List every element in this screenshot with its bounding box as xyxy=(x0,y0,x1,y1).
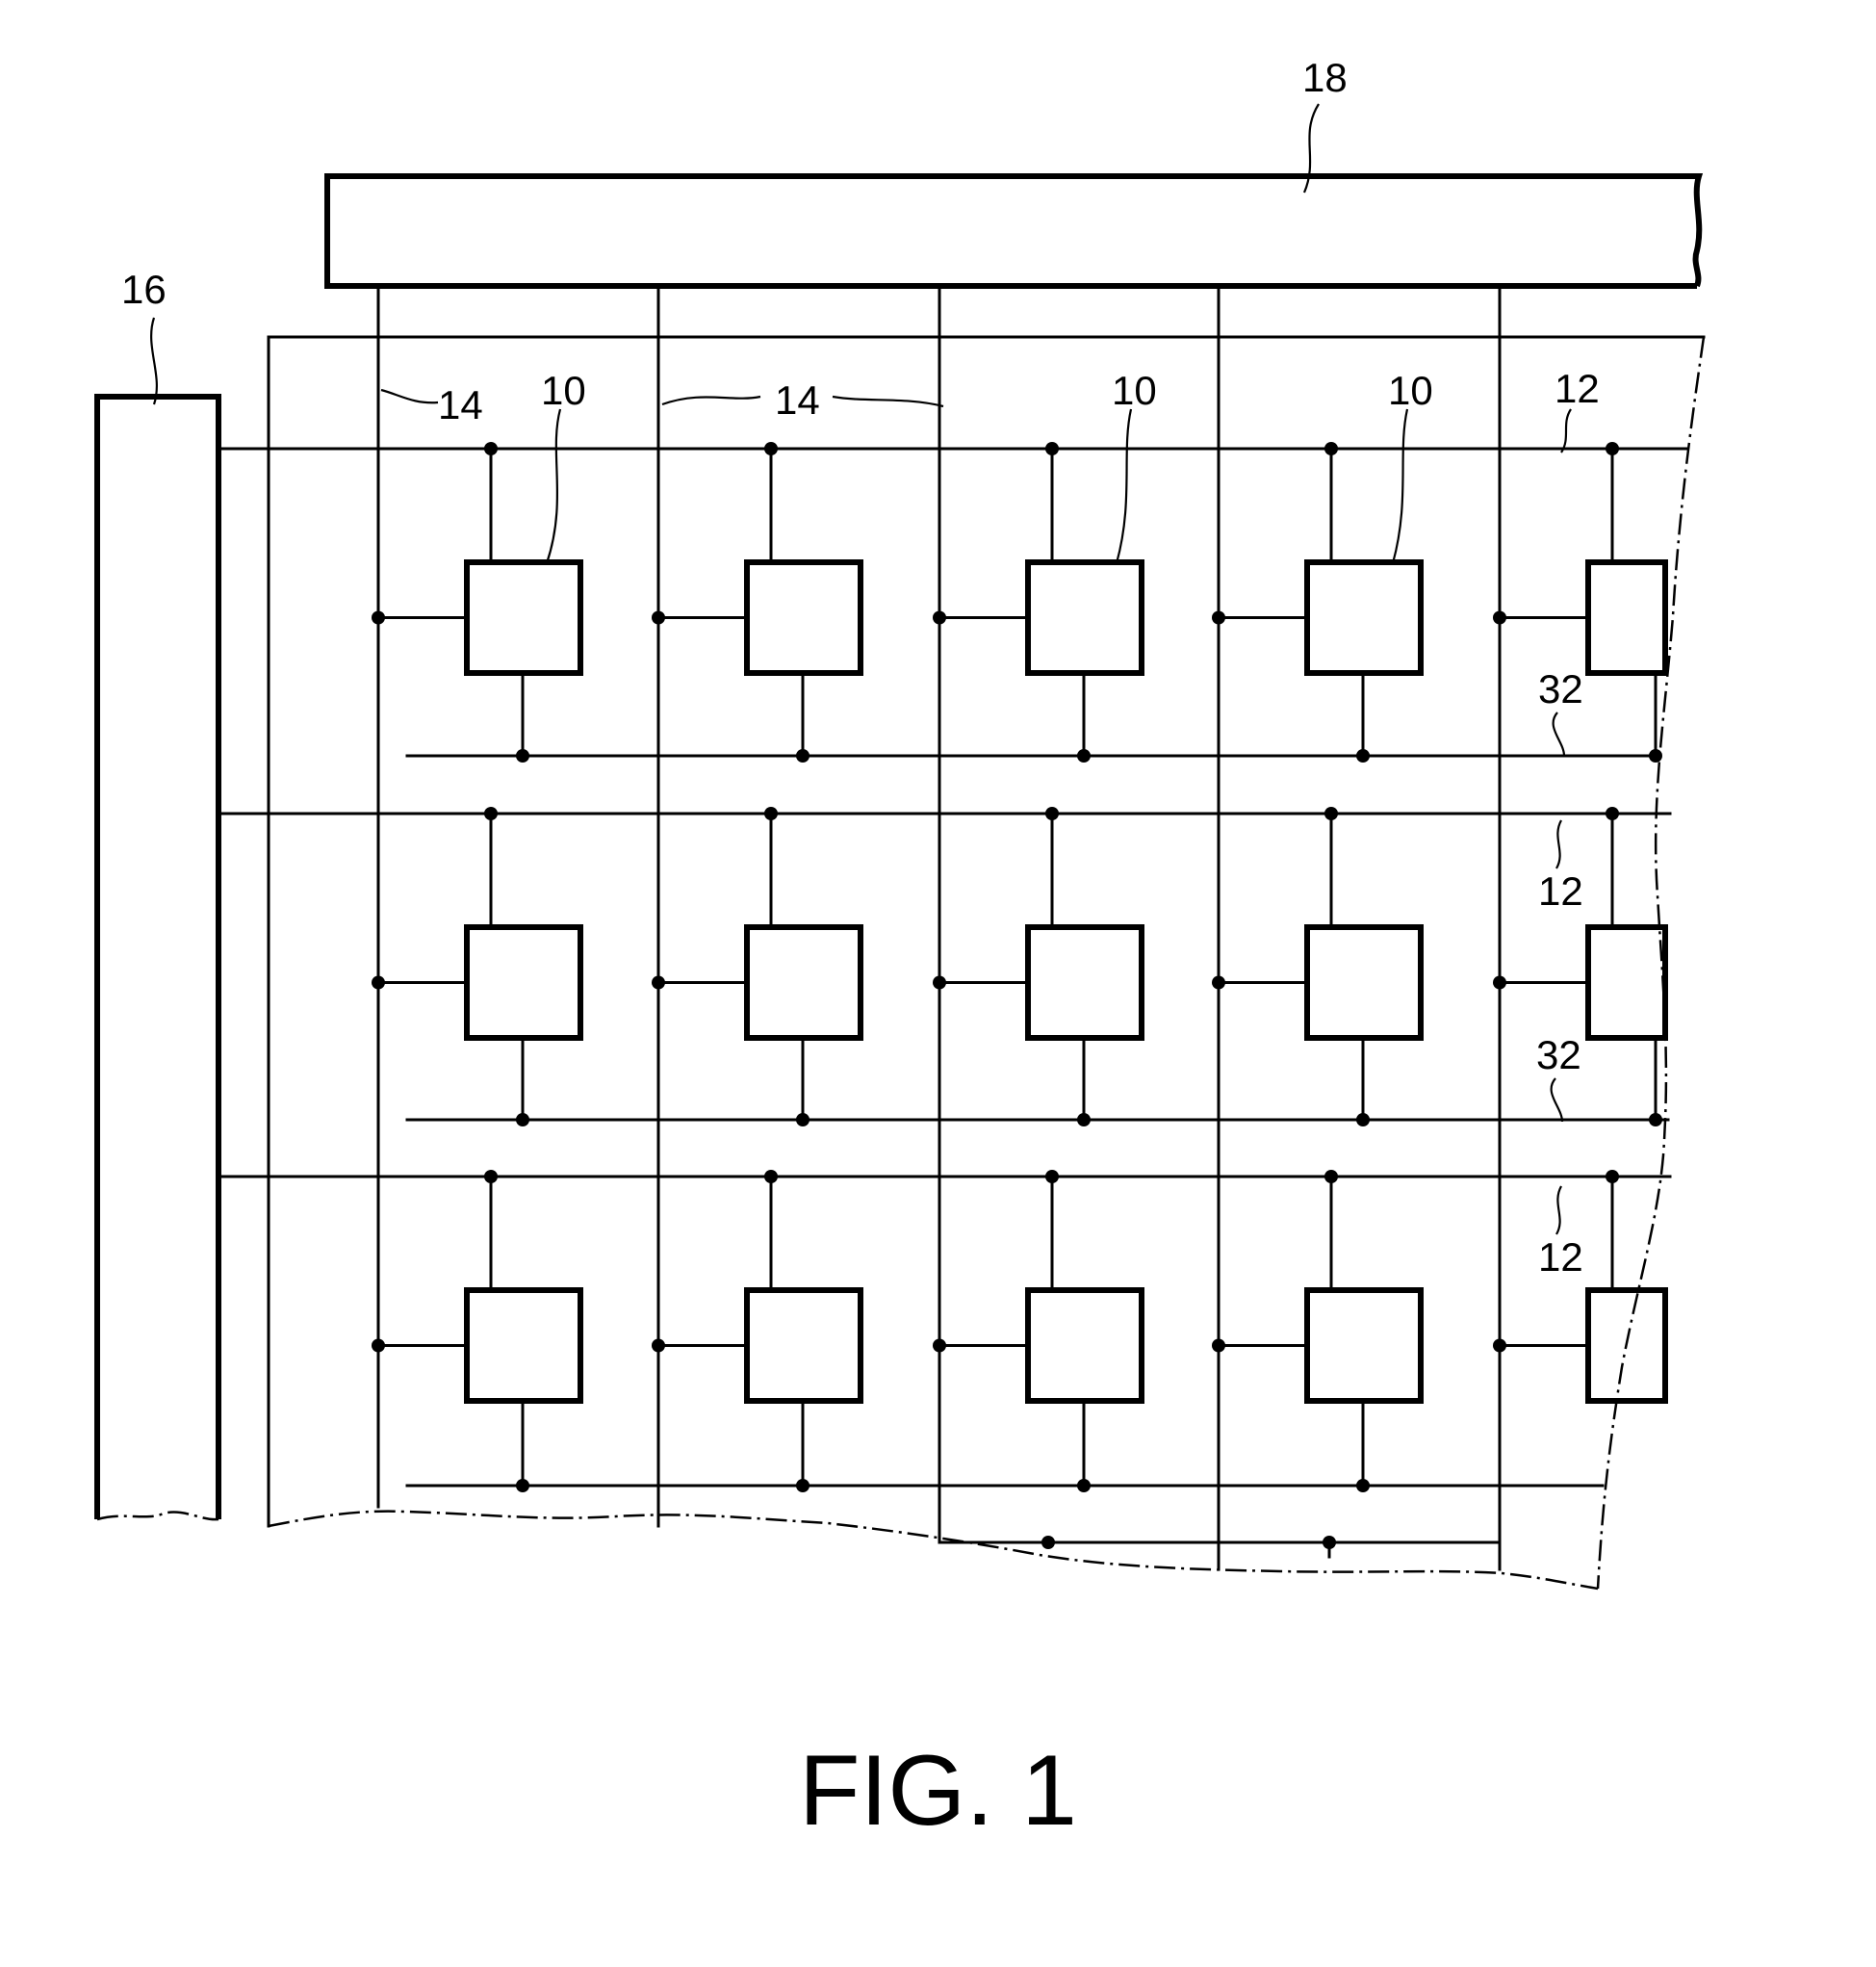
scan-junction-r2c2 xyxy=(764,807,778,820)
data-junction-r2c5 xyxy=(1493,976,1506,990)
scan-junction-r1c3 xyxy=(1045,442,1059,455)
pixel-cell-r2c2 xyxy=(747,927,861,1038)
data-junction-r2c4 xyxy=(1212,976,1225,990)
common-junction-r1c4 xyxy=(1356,749,1370,763)
data-junction-r1c5 xyxy=(1493,611,1506,625)
pixel-cell-r3c2 xyxy=(747,1290,861,1401)
pixel-cell-r2c1 xyxy=(467,927,580,1038)
driver-block-18 xyxy=(327,176,1699,286)
label-12-a: 12 xyxy=(1555,366,1600,411)
panel-break-bottom xyxy=(269,1512,1598,1589)
scan-junction-r1c5 xyxy=(1606,442,1619,455)
scan-junction-r3c4 xyxy=(1324,1170,1338,1183)
scan-junction-r2c4 xyxy=(1324,807,1338,820)
label-12-b: 12 xyxy=(1538,868,1583,914)
label-12-c: 12 xyxy=(1538,1234,1583,1280)
scan-junction-r3c1 xyxy=(484,1170,498,1183)
pixel-cell-layer xyxy=(467,562,1665,1401)
common-junction-r2c3 xyxy=(1077,1113,1091,1126)
label-16: 16 xyxy=(121,267,167,312)
data-junction-r2c1 xyxy=(372,976,385,990)
scan-junction-r1c4 xyxy=(1324,442,1338,455)
pixel-cell-r1c4 xyxy=(1307,562,1421,673)
leader-12-c xyxy=(1556,1186,1561,1234)
label-10-b: 10 xyxy=(1112,368,1157,413)
leader-16 xyxy=(151,318,157,404)
scan-junction-r3c2 xyxy=(764,1170,778,1183)
pixel-cell-r1c1 xyxy=(467,562,580,673)
driver-block-16-break xyxy=(97,1512,218,1519)
bottom-junction-1 xyxy=(1041,1536,1055,1549)
pixel-cell-r3c3 xyxy=(1028,1290,1142,1401)
data-junction-r3c3 xyxy=(933,1339,946,1353)
leader-10-c xyxy=(1393,409,1407,563)
common-junction-r2c4 xyxy=(1356,1113,1370,1126)
pixel-cell-r3c4 xyxy=(1307,1290,1421,1401)
label-18: 18 xyxy=(1302,55,1348,100)
driver-block-16 xyxy=(97,397,218,1519)
scan-junction-r1c1 xyxy=(484,442,498,455)
data-junction-r3c2 xyxy=(652,1339,665,1353)
leader-18 xyxy=(1304,104,1319,193)
scan-junction-r2c5 xyxy=(1606,807,1619,820)
leader-14-a xyxy=(381,390,438,402)
label-14-a: 14 xyxy=(438,382,483,427)
label-32-a: 32 xyxy=(1538,666,1583,712)
bottom-junction-2 xyxy=(1323,1536,1336,1549)
pixel-cell-r1c2 xyxy=(747,562,861,673)
leader-12-a xyxy=(1561,409,1571,453)
leader-14-b xyxy=(662,397,760,404)
leader-12-b xyxy=(1556,820,1561,868)
scan-junction-r2c3 xyxy=(1045,807,1059,820)
data-junction-r3c5 xyxy=(1493,1339,1506,1353)
data-junction-r3c4 xyxy=(1212,1339,1225,1353)
wiring-layer xyxy=(218,286,1686,1569)
label-10-c: 10 xyxy=(1388,368,1433,413)
data-junction-r2c3 xyxy=(933,976,946,990)
scan-junction-r3c5 xyxy=(1606,1170,1619,1183)
leader-32-a xyxy=(1554,712,1564,756)
figure-caption: FIG. 1 xyxy=(799,1735,1077,1847)
pixel-cell-r3c1 xyxy=(467,1290,580,1401)
common-junction-r1c2 xyxy=(796,749,810,763)
common-junction-r2c1 xyxy=(516,1113,529,1126)
data-junction-r1c1 xyxy=(372,611,385,625)
leader-10-a xyxy=(547,409,560,563)
label-10-a: 10 xyxy=(541,368,586,413)
pixel-cell-r1c5 xyxy=(1588,562,1665,673)
label-14-b: 14 xyxy=(775,377,820,423)
leader-14-c xyxy=(833,397,943,406)
common-junction-r3c4 xyxy=(1356,1479,1370,1492)
common-junction-r3c2 xyxy=(796,1479,810,1492)
common-junction-r1c1 xyxy=(516,749,529,763)
common-junction-r3c1 xyxy=(516,1479,529,1492)
data-junction-r1c3 xyxy=(933,611,946,625)
data-junction-r1c2 xyxy=(652,611,665,625)
scan-junction-r3c3 xyxy=(1045,1170,1059,1183)
pixel-cell-r2c5 xyxy=(1588,927,1665,1038)
pixel-cell-r2c3 xyxy=(1028,927,1142,1038)
scan-junction-r2c1 xyxy=(484,807,498,820)
leader-32-b xyxy=(1552,1078,1562,1122)
pixel-cell-r2c4 xyxy=(1307,927,1421,1038)
common-junction-r2c5 xyxy=(1649,1113,1662,1126)
driver-blocks xyxy=(97,176,1704,1589)
common-junction-r1c3 xyxy=(1077,749,1091,763)
leader-10-b xyxy=(1117,409,1131,563)
scan-junction-r1c2 xyxy=(764,442,778,455)
data-junction-r3c1 xyxy=(372,1339,385,1353)
label-32-b: 32 xyxy=(1536,1032,1581,1077)
data-junction-r2c2 xyxy=(652,976,665,990)
common-junction-r2c2 xyxy=(796,1113,810,1126)
data-junction-r1c4 xyxy=(1212,611,1225,625)
pixel-cell-r1c3 xyxy=(1028,562,1142,673)
common-junction-r3c3 xyxy=(1077,1479,1091,1492)
